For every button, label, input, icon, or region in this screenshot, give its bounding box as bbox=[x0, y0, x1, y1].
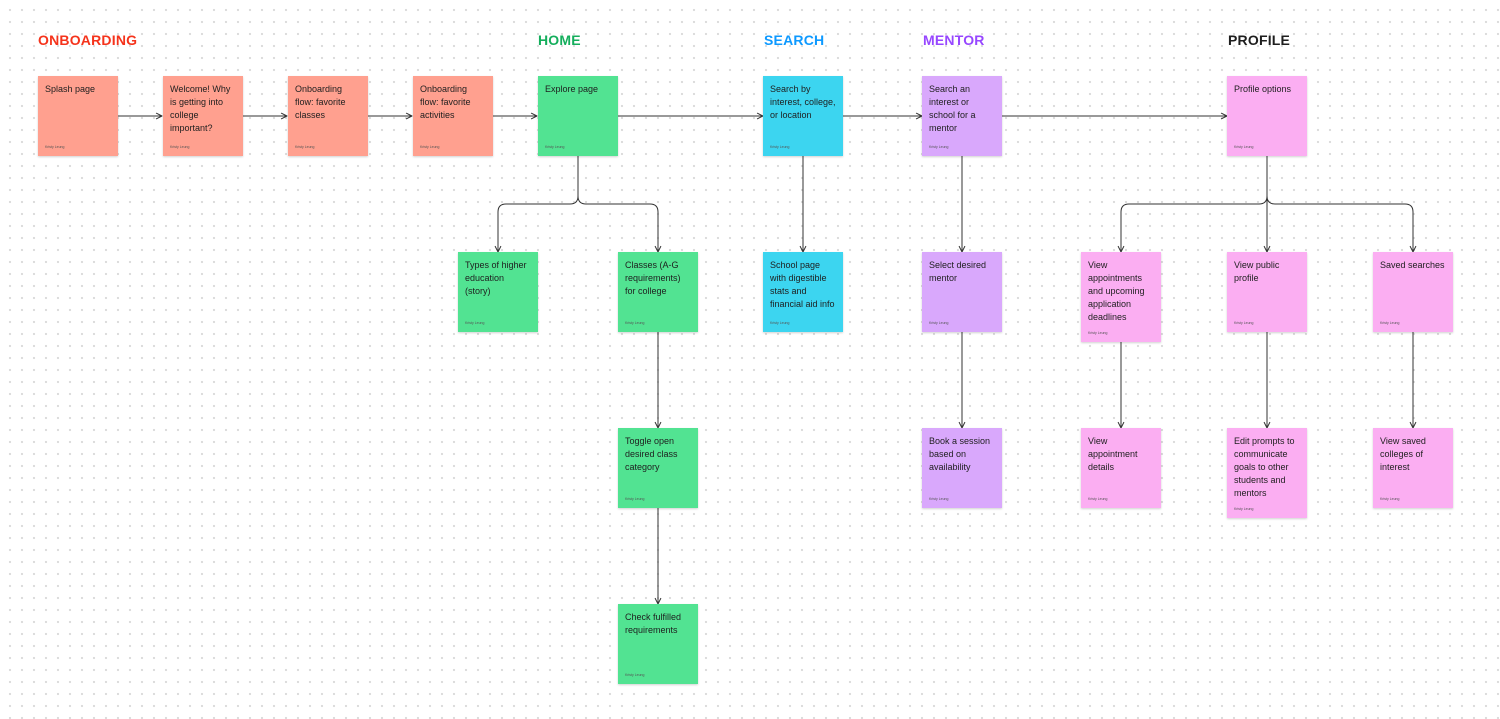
sticky-note-text: Check fulfilled requirements bbox=[625, 612, 682, 635]
sticky-note-classes-ag[interactable]: Classes (A-G requirements) for college K… bbox=[618, 252, 698, 332]
sticky-note-author: Kristy Leung bbox=[1088, 497, 1108, 501]
sticky-note-author: Kristy Leung bbox=[929, 145, 949, 149]
sticky-note-text: View appointment details bbox=[1088, 436, 1138, 472]
sticky-note-search-by[interactable]: Search by interest, college, or location… bbox=[763, 76, 843, 156]
sticky-note-text: Search by interest, college, or location bbox=[770, 84, 836, 120]
sticky-note-author: Kristy Leung bbox=[625, 497, 645, 501]
sticky-note-view-public-profile[interactable]: View public profile Kristy Leung bbox=[1227, 252, 1307, 332]
sticky-note-school-page[interactable]: School page with digestible stats and fi… bbox=[763, 252, 843, 332]
sticky-note-text: School page with digestible stats and fi… bbox=[770, 260, 835, 309]
sticky-note-author: Kristy Leung bbox=[929, 321, 949, 325]
sticky-note-author: Kristy Leung bbox=[770, 145, 790, 149]
sticky-note-appointment-details[interactable]: View appointment details Kristy Leung bbox=[1081, 428, 1161, 508]
sticky-note-saved-colleges[interactable]: View saved colleges of interest Kristy L… bbox=[1373, 428, 1453, 508]
arrow-profile-to-saved-searches[interactable] bbox=[1266, 156, 1417, 253]
sticky-note-author: Kristy Leung bbox=[295, 145, 315, 149]
sticky-note-text: Types of higher education (story) bbox=[465, 260, 527, 296]
sticky-note-author: Kristy Leung bbox=[545, 145, 565, 149]
sticky-note-text: Toggle open desired class category bbox=[625, 436, 678, 472]
sticky-note-text: Book a session based on availability bbox=[929, 436, 991, 472]
sticky-note-author: Kristy Leung bbox=[929, 497, 949, 501]
section-title-onboarding[interactable]: ONBOARDING bbox=[38, 32, 138, 48]
sticky-note-welcome[interactable]: Welcome! Why is getting into college imp… bbox=[163, 76, 243, 156]
sticky-note-text: Saved searches bbox=[1380, 260, 1445, 270]
sticky-note-text: Profile options bbox=[1234, 84, 1292, 94]
sticky-note-author: Kristy Leung bbox=[465, 321, 485, 325]
sticky-note-text: Onboarding flow: favorite classes bbox=[295, 84, 346, 120]
sticky-note-types-higher-education[interactable]: Types of higher education (story) Kristy… bbox=[458, 252, 538, 332]
sticky-note-favorite-classes[interactable]: Onboarding flow: favorite classes Kristy… bbox=[288, 76, 368, 156]
sticky-note-author: Kristy Leung bbox=[625, 321, 645, 325]
sticky-note-author: Kristy Leung bbox=[1234, 321, 1254, 325]
sticky-note-author: Kristy Leung bbox=[625, 673, 645, 677]
arrow-profile-to-view-appointments[interactable] bbox=[1117, 156, 1268, 253]
sticky-note-author: Kristy Leung bbox=[1380, 321, 1400, 325]
sticky-note-author: Kristy Leung bbox=[1380, 497, 1400, 501]
sticky-note-author: Kristy Leung bbox=[1088, 331, 1108, 335]
sticky-note-author: Kristy Leung bbox=[170, 145, 190, 149]
section-title-home[interactable]: HOME bbox=[538, 32, 581, 48]
sticky-note-text: Splash page bbox=[45, 84, 96, 94]
sticky-note-profile-options[interactable]: Profile options Kristy Leung bbox=[1227, 76, 1307, 156]
sticky-note-explore-page[interactable]: Explore page Kristy Leung bbox=[538, 76, 618, 156]
sticky-note-text: Select desired mentor bbox=[929, 260, 987, 283]
sticky-note-text: Search an interest or school for a mento… bbox=[929, 84, 976, 133]
sticky-note-text: Onboarding flow: favorite activities bbox=[420, 84, 471, 120]
sticky-note-text: Welcome! Why is getting into college imp… bbox=[170, 84, 231, 133]
sticky-note-splash-page[interactable]: Splash page Kristy Leung bbox=[38, 76, 118, 156]
sticky-note-author: Kristy Leung bbox=[45, 145, 65, 149]
section-title-mentor[interactable]: MENTOR bbox=[923, 32, 985, 48]
sticky-note-favorite-activities[interactable]: Onboarding flow: favorite activities Kri… bbox=[413, 76, 493, 156]
sticky-note-author: Kristy Leung bbox=[770, 321, 790, 325]
sticky-note-author: Kristy Leung bbox=[1234, 145, 1254, 149]
sticky-note-text: View appointments and upcoming applicati… bbox=[1088, 260, 1145, 322]
sticky-note-saved-searches[interactable]: Saved searches Kristy Leung bbox=[1373, 252, 1453, 332]
sticky-note-view-appointments[interactable]: View appointments and upcoming applicati… bbox=[1081, 252, 1161, 342]
sticky-note-text: Classes (A-G requirements) for college bbox=[625, 260, 681, 296]
sticky-note-toggle-class-category[interactable]: Toggle open desired class category Krist… bbox=[618, 428, 698, 508]
sticky-note-select-mentor[interactable]: Select desired mentor Kristy Leung bbox=[922, 252, 1002, 332]
arrow-explore-to-classes-ag[interactable] bbox=[577, 156, 662, 253]
section-title-search[interactable]: SEARCH bbox=[764, 32, 825, 48]
sticky-note-edit-prompts[interactable]: Edit prompts to communicate goals to oth… bbox=[1227, 428, 1307, 518]
arrow-explore-to-higher-ed[interactable] bbox=[494, 156, 579, 253]
section-title-profile[interactable]: PROFILE bbox=[1228, 32, 1291, 48]
sticky-note-author: Kristy Leung bbox=[420, 145, 440, 149]
sticky-note-text: Edit prompts to communicate goals to oth… bbox=[1234, 436, 1295, 498]
sticky-note-text: View saved colleges of interest bbox=[1380, 436, 1426, 472]
sticky-note-search-mentor[interactable]: Search an interest or school for a mento… bbox=[922, 76, 1002, 156]
sticky-note-author: Kristy Leung bbox=[1234, 507, 1254, 511]
sticky-note-text: Explore page bbox=[545, 84, 599, 94]
sticky-note-text: View public profile bbox=[1234, 260, 1280, 283]
sticky-note-check-requirements[interactable]: Check fulfilled requirements Kristy Leun… bbox=[618, 604, 698, 684]
sticky-note-book-session[interactable]: Book a session based on availability Kri… bbox=[922, 428, 1002, 508]
